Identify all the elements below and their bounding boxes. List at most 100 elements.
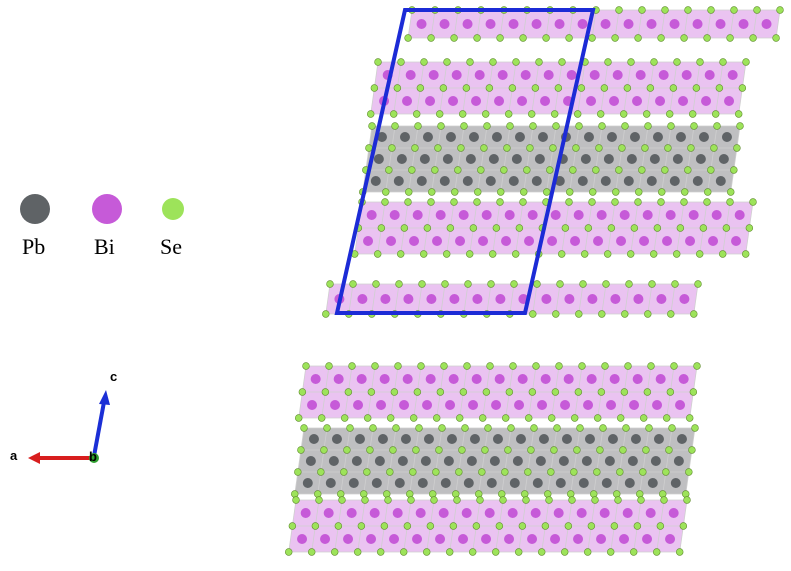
se-atom bbox=[607, 224, 616, 232]
se-atom bbox=[600, 84, 609, 92]
bi-atom bbox=[471, 96, 482, 106]
bond-line bbox=[570, 427, 581, 495]
bi-atom bbox=[504, 210, 515, 220]
bond-line bbox=[693, 283, 699, 315]
se-atom bbox=[374, 58, 382, 66]
bond-line bbox=[730, 125, 741, 193]
bond-line bbox=[325, 283, 331, 315]
se-atom bbox=[637, 496, 645, 504]
se-atom bbox=[489, 58, 497, 66]
bond-line bbox=[294, 427, 305, 495]
se-atom bbox=[687, 144, 695, 152]
pb-atom bbox=[508, 176, 519, 186]
pb-atom bbox=[491, 132, 502, 142]
se-atom bbox=[618, 144, 626, 152]
bi-atom bbox=[704, 70, 715, 80]
bi-atom bbox=[761, 19, 772, 29]
se-atom bbox=[689, 388, 698, 396]
se-atom bbox=[388, 144, 396, 152]
se-atom bbox=[337, 490, 345, 498]
pb-atom bbox=[584, 434, 595, 444]
se-atom bbox=[552, 310, 560, 318]
pb-atom bbox=[393, 176, 404, 186]
bi-atom bbox=[727, 70, 738, 80]
se-atom bbox=[554, 84, 563, 92]
pb-atom bbox=[440, 478, 451, 488]
crystal-layers bbox=[285, 6, 784, 556]
pb-atom bbox=[325, 478, 336, 488]
se-atom bbox=[686, 414, 694, 422]
se-atom bbox=[427, 34, 435, 42]
bi-atom bbox=[577, 19, 588, 29]
pb-atom bbox=[511, 154, 522, 164]
se-atom bbox=[509, 362, 517, 370]
se-atom bbox=[551, 110, 559, 118]
se-atom bbox=[385, 166, 393, 174]
se-atom bbox=[478, 468, 486, 476]
se-atom bbox=[533, 280, 541, 288]
bi-atom bbox=[586, 96, 597, 106]
bi-atom bbox=[357, 294, 368, 304]
bond-line bbox=[477, 125, 488, 193]
pb-atom bbox=[581, 456, 592, 466]
se-atom bbox=[662, 468, 670, 476]
bi-atom bbox=[416, 19, 427, 29]
se-atom bbox=[416, 84, 425, 92]
se-atom bbox=[460, 122, 468, 130]
se-atom bbox=[322, 310, 330, 318]
se-atom bbox=[568, 496, 576, 504]
se-atom bbox=[451, 188, 459, 196]
pb-atom bbox=[514, 132, 525, 142]
se-atom bbox=[735, 110, 743, 118]
se-atom bbox=[436, 388, 445, 396]
bi-atom bbox=[458, 534, 469, 544]
bi-atom bbox=[524, 236, 535, 246]
se-atom bbox=[642, 446, 650, 454]
se-atom bbox=[369, 424, 377, 432]
se-atom bbox=[730, 166, 738, 174]
se-atom bbox=[673, 250, 681, 258]
pb-atom bbox=[492, 434, 503, 444]
se-atom bbox=[357, 522, 366, 530]
bi-atom bbox=[531, 19, 542, 29]
se-atom bbox=[368, 122, 376, 130]
se-atom bbox=[693, 362, 701, 370]
pb-atom bbox=[377, 434, 388, 444]
bi-atom bbox=[471, 374, 482, 384]
se-atom bbox=[569, 166, 577, 174]
se-atom bbox=[650, 250, 658, 258]
se-atom bbox=[658, 188, 666, 196]
se-atom bbox=[597, 388, 606, 396]
bond-line bbox=[453, 9, 459, 39]
se-atom bbox=[404, 198, 412, 206]
pb-atom bbox=[629, 132, 640, 142]
bi-atom bbox=[540, 96, 551, 106]
se-atom bbox=[544, 490, 552, 498]
se-atom bbox=[302, 362, 310, 370]
bond-line bbox=[593, 427, 604, 495]
se-atom bbox=[427, 198, 435, 206]
bi-atom bbox=[403, 294, 414, 304]
se-atom bbox=[526, 144, 534, 152]
bi-atom bbox=[409, 236, 420, 246]
bi-atom bbox=[609, 96, 620, 106]
se-atom bbox=[506, 122, 514, 130]
axis-origin-b bbox=[89, 453, 99, 463]
bi-atom bbox=[543, 70, 554, 80]
se-atom bbox=[426, 522, 435, 530]
bond-line bbox=[523, 125, 534, 193]
se-atom bbox=[413, 388, 422, 396]
se-atom bbox=[482, 388, 491, 396]
se-atom bbox=[400, 224, 409, 232]
bond-line bbox=[775, 9, 781, 39]
bi-atom bbox=[432, 236, 443, 246]
bond-line bbox=[545, 9, 551, 39]
pb-atom bbox=[442, 154, 453, 164]
se-atom bbox=[639, 468, 647, 476]
bond-line bbox=[578, 283, 584, 315]
pb-atom bbox=[627, 456, 638, 466]
se-atom bbox=[454, 166, 462, 174]
se-atom bbox=[501, 468, 509, 476]
se-atom bbox=[320, 446, 328, 454]
se-atom bbox=[696, 58, 704, 66]
